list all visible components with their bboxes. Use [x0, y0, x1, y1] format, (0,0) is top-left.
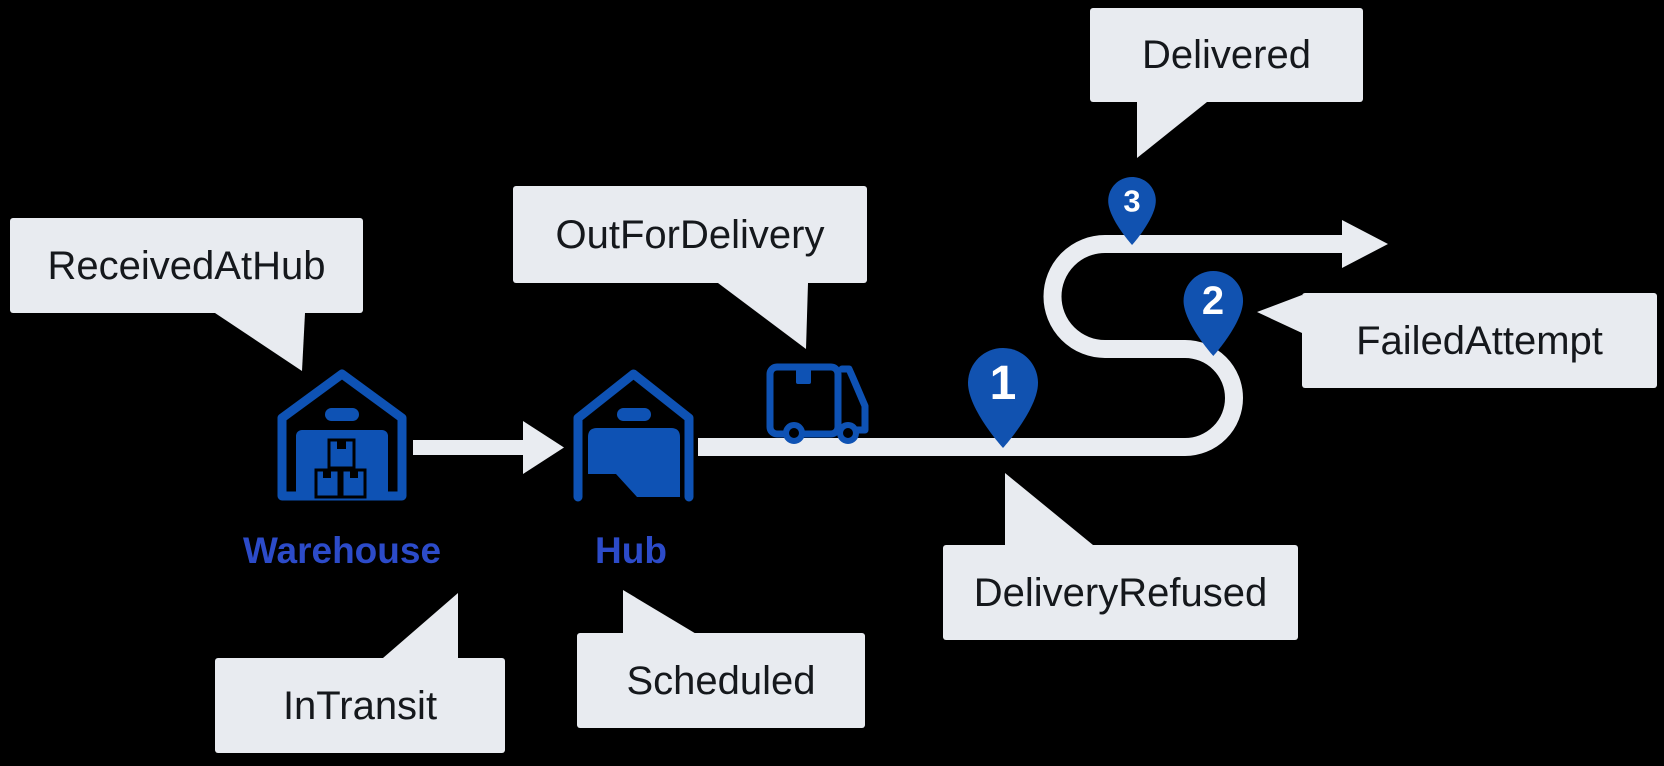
map-pin-2-icon — [1183, 271, 1244, 356]
out-for-delivery-tail — [718, 283, 808, 349]
callout-label: InTransit — [282, 683, 438, 728]
received-at-hub-tail — [215, 313, 305, 371]
callout-label: DeliveryRefused — [973, 570, 1268, 615]
callout-delivered: Delivered — [1090, 8, 1363, 102]
failed-attempt-tail — [1257, 295, 1302, 333]
route-arrowhead-icon — [1342, 220, 1388, 268]
callout-label: ReceivedAtHub — [47, 243, 326, 288]
callout-label: OutForDelivery — [555, 212, 825, 257]
pin-3-number: 3 — [1123, 183, 1141, 219]
delivered-tail — [1137, 102, 1207, 158]
pin-2-number: 2 — [1201, 279, 1225, 323]
warehouse-label: Warehouse — [242, 530, 442, 571]
right-arrow-icon — [523, 421, 564, 474]
scheduled-tail — [623, 590, 698, 635]
hub-label: Hub — [595, 530, 667, 571]
callout-received-at-hub: ReceivedAtHub — [10, 218, 363, 313]
callout-delivery-refused: DeliveryRefused — [943, 545, 1298, 640]
hub-icon — [573, 369, 694, 502]
callout-out-for-delivery: OutForDelivery — [513, 186, 867, 283]
callout-in-transit: InTransit — [215, 658, 505, 753]
delivery-truck-icon — [766, 363, 869, 444]
callout-label: FailedAttempt — [1356, 318, 1603, 363]
warehouse-icon — [277, 369, 407, 501]
callout-label: Scheduled — [626, 658, 816, 703]
map-pin-1-icon — [968, 348, 1038, 448]
callout-failed-attempt: FailedAttempt — [1302, 293, 1657, 388]
route-track — [413, 220, 1388, 474]
warehouse-to-hub-arrow — [413, 421, 564, 474]
route-s-curve — [1043, 235, 1344, 456]
pin-1-number: 1 — [989, 357, 1017, 410]
callout-tails — [215, 102, 1302, 658]
arrow-shaft — [413, 440, 525, 455]
callout-scheduled: Scheduled — [577, 633, 865, 728]
delivery-refused-tail — [1005, 473, 1093, 545]
in-transit-tail — [383, 593, 458, 658]
map-pin-3-icon — [1108, 177, 1156, 245]
callout-label: Delivered — [1142, 33, 1311, 77]
